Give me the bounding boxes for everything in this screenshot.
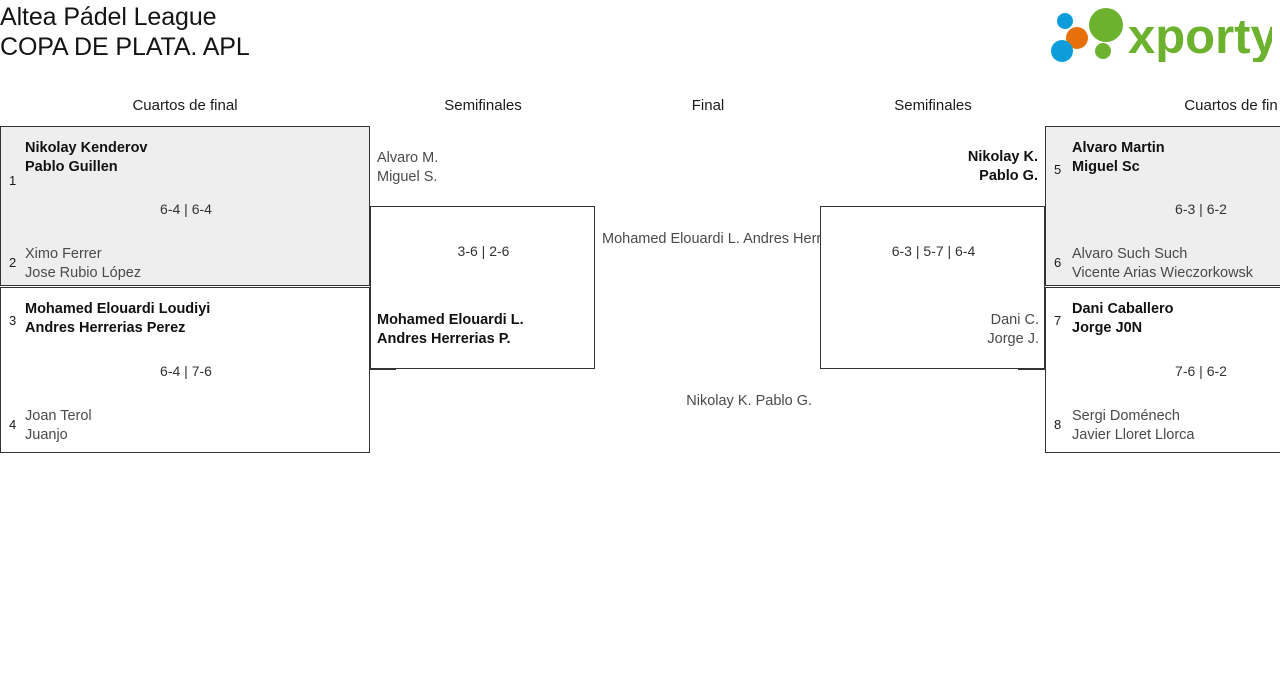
page-title: Altea Pádel League COPA DE PLATA. APL	[0, 2, 250, 62]
seed-number: 1	[9, 173, 17, 188]
round-header-semifinals-right: Semifinales	[894, 97, 972, 114]
player-name: Alvaro Such Such	[1072, 246, 1188, 262]
connector-qf-right-1	[1018, 206, 1046, 207]
round-header-semifinals-left: Semifinales	[444, 97, 522, 114]
player-name: Mohamed Elouardi Loudiyi	[25, 301, 211, 317]
player-name: Nikolay Kenderov	[25, 140, 148, 156]
round-header-quarterfinals-right: Cuartos de fin	[1184, 97, 1278, 114]
player-name: Miguel S.	[377, 169, 438, 185]
match-score: 6-4 | 7-6	[160, 363, 212, 379]
player-name: Dani Caballero	[1072, 301, 1174, 317]
player-name: Jorge J.	[987, 331, 1039, 347]
team-final-right: Nikolay K. Pablo G.	[602, 392, 812, 411]
seed-number: 8	[1054, 417, 1062, 432]
logo-dot-blue-large	[1051, 40, 1073, 62]
player-name: Jose Rubio López	[25, 265, 142, 281]
player-name: Pablo Guillen	[25, 159, 118, 175]
logo-wordmark: xporty	[1128, 10, 1272, 62]
connector-qf-right-2	[1018, 369, 1046, 370]
round-header-quarterfinals-left: Cuartos de final	[132, 97, 238, 114]
seed-number: 7	[1054, 313, 1062, 328]
team-loser: Alvaro Such Such Vicente Arias Wieczorko…	[1072, 245, 1253, 283]
player-name: Nikolay K.	[686, 393, 752, 409]
match-box-qf-right-1[interactable]: 5 Alvaro Martin Miguel Sc 6-3 | 6-2 6 Al…	[1045, 126, 1280, 286]
match-box-sf-left[interactable]: 3-6 | 2-6 Mohamed Elouardi L. Andres Her…	[370, 206, 595, 369]
team-winner: Dani Caballero Jorge J0N	[1072, 300, 1174, 338]
player-name: Nikolay K.	[967, 149, 1038, 165]
match-score: 6-4 | 6-4	[160, 201, 212, 217]
player-name: Mohamed Elouardi L.	[377, 312, 524, 328]
player-name: Sergi Doménech	[1072, 408, 1180, 424]
round-header-final: Final	[691, 97, 725, 114]
match-score: 6-3 | 6-2	[1175, 201, 1227, 217]
player-name: Miguel Sc	[1072, 159, 1140, 175]
team-loser: Dani C. Jorge J.	[821, 311, 1039, 349]
seed-number: 2	[9, 255, 17, 270]
team-winner: Nikolay Kenderov Pablo Guillen	[25, 139, 148, 177]
team-sf-left-top: Alvaro M. Miguel S.	[377, 149, 438, 187]
player-name: Andres Herrerias Perez	[25, 320, 186, 336]
match-score: 7-6 | 6-2	[1175, 363, 1227, 379]
player-name: Alvaro Martin	[1072, 140, 1165, 156]
match-box-qf-left-2[interactable]: 3 Mohamed Elouardi Loudiyi Andres Herrer…	[0, 287, 370, 453]
logo-dot-green-small	[1095, 43, 1111, 59]
connector-qf-left-2	[369, 369, 396, 370]
tournament-subtitle: COPA DE PLATA. APL	[0, 33, 250, 61]
team-loser: Ximo Ferrer Jose Rubio López	[25, 245, 141, 283]
team-winner: Alvaro Martin Miguel Sc	[1072, 139, 1165, 177]
team-loser: Joan Terol Juanjo	[25, 407, 92, 445]
seed-number: 3	[9, 313, 17, 328]
tournament-name: Altea Pádel League	[0, 3, 217, 31]
page-header: Altea Pádel League COPA DE PLATA. APL xp…	[0, 0, 1280, 88]
team-winner: Mohamed Elouardi L. Andres Herrerias P.	[377, 311, 524, 349]
player-name: Pablo G.	[755, 393, 812, 409]
match-score: 3-6 | 2-6	[457, 243, 510, 259]
player-name: Dani C.	[990, 312, 1039, 328]
player-name: Andres Herrerias P.	[377, 331, 511, 347]
player-name: Mohamed Elouardi L.	[602, 231, 740, 247]
seed-number: 4	[9, 417, 17, 432]
seed-number: 6	[1054, 255, 1062, 270]
match-box-sf-right[interactable]: 6-3 | 5-7 | 6-4 Dani C. Jorge J.	[820, 206, 1045, 369]
player-name: Javier Lloret Llorca	[1072, 427, 1195, 443]
player-name: Pablo G.	[979, 168, 1038, 184]
player-name: Vicente Arias Wieczorkowsk	[1072, 265, 1254, 281]
match-score: 6-3 | 5-7 | 6-4	[891, 243, 976, 259]
seed-number: 5	[1054, 162, 1062, 177]
logo-dot-orange	[1066, 27, 1088, 49]
player-name: Joan Terol	[25, 408, 92, 424]
player-name: Juanjo	[25, 427, 68, 443]
team-sf-right-top: Nikolay K. Pablo G.	[0, 148, 1038, 186]
logo-dot-blue-small	[1057, 13, 1073, 29]
team-loser: Sergi Doménech Javier Lloret Llorca	[1072, 407, 1195, 445]
xporty-logo[interactable]: xporty	[1046, 6, 1272, 62]
match-box-qf-left-1[interactable]: 1 Nikolay Kenderov Pablo Guillen 6-4 | 6…	[0, 126, 370, 286]
player-name: Alvaro M.	[377, 150, 439, 166]
team-winner: Mohamed Elouardi Loudiyi Andres Herreria…	[25, 300, 210, 338]
player-name: Jorge J0N	[1072, 320, 1143, 336]
logo-dot-green-large	[1089, 8, 1123, 42]
player-name: Ximo Ferrer	[25, 246, 102, 262]
match-box-qf-right-2[interactable]: 7 Dani Caballero Jorge J0N 7-6 | 6-2 8 S…	[1045, 287, 1280, 453]
